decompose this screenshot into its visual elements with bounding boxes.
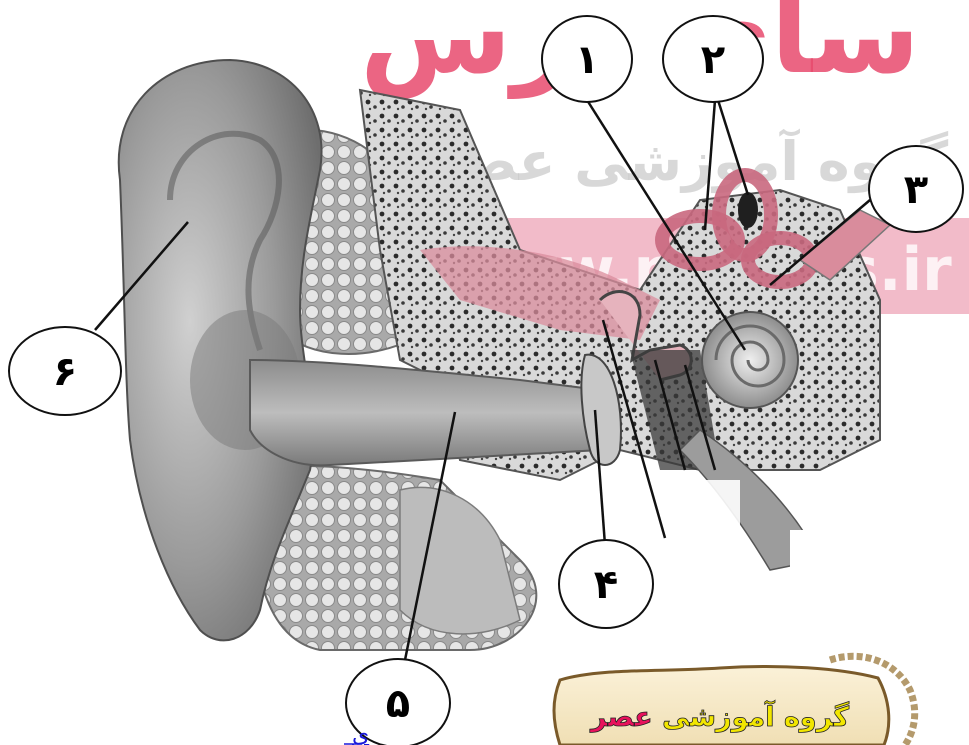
- label-4: ۴: [559, 540, 653, 628]
- badge-text: گروه آموزشی عصر: [589, 700, 849, 733]
- footer-link[interactable]: ی: [344, 723, 369, 745]
- label-3-text: ۳: [904, 167, 928, 213]
- badge-part1: گروه آموزشی: [662, 700, 849, 733]
- label-2-text: ۲: [701, 37, 725, 83]
- label-1-text: ۱: [575, 37, 599, 83]
- badge-part2: عصر: [589, 702, 653, 733]
- label-1: ۱: [542, 16, 632, 102]
- label-5-text: ۵: [386, 681, 410, 727]
- label-4-text: ۴: [594, 562, 618, 608]
- canal-dark-core: [738, 192, 758, 228]
- label-2: ۲: [663, 16, 763, 102]
- muscle-tissue: [400, 487, 520, 633]
- label-6: ۶: [9, 327, 121, 415]
- cochlea: [702, 312, 798, 408]
- footer-link-text[interactable]: ی: [352, 723, 369, 745]
- brand-badge: گروه آموزشی عصر: [554, 656, 915, 745]
- label-3: ۳: [869, 146, 963, 232]
- watermark-title: سای درس: [360, 0, 920, 99]
- cover-patch: [790, 530, 900, 580]
- label-6-text: ۶: [53, 349, 77, 395]
- cover-patch: [660, 480, 740, 600]
